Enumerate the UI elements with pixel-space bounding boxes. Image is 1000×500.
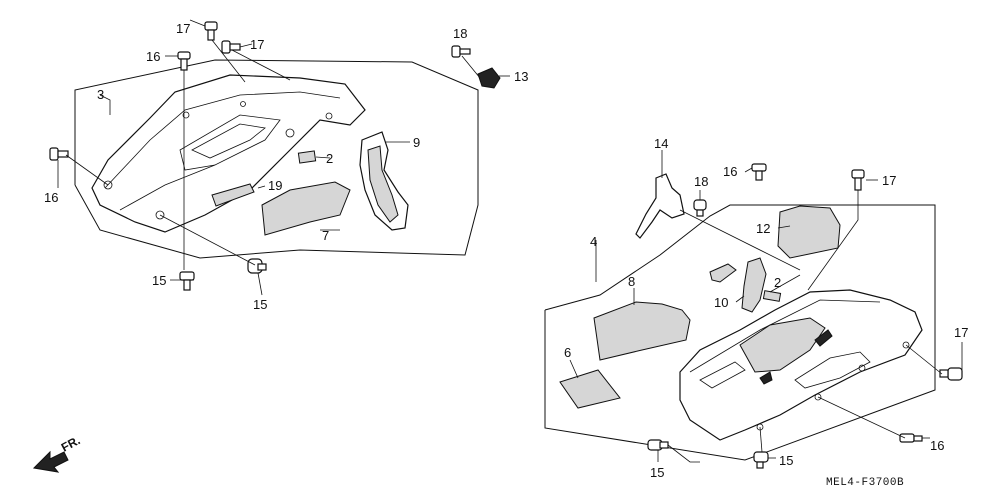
- callout-16: 16: [146, 49, 160, 64]
- callout-15: 15: [650, 465, 664, 480]
- part-19-pad: [211, 183, 255, 207]
- callout-17: 17: [176, 21, 190, 36]
- right-assembly: [544, 150, 963, 469]
- callout-15: 15: [779, 453, 793, 468]
- part-10-pad: [741, 257, 767, 313]
- callout-7: 7: [322, 228, 329, 243]
- part-8-pad: [593, 301, 691, 361]
- callout-17: 17: [250, 37, 264, 52]
- callout-19: 19: [268, 178, 282, 193]
- callout-18: 18: [453, 26, 467, 41]
- callout-2: 2: [326, 151, 333, 166]
- callout-3: 3: [97, 87, 104, 102]
- callout-8: 8: [628, 274, 635, 289]
- bolt-15-bottom-b: [247, 258, 267, 274]
- bolt-17-right: [939, 367, 963, 381]
- part-4-undercover: [679, 289, 923, 441]
- callout-15: 15: [253, 297, 267, 312]
- callout-6: 6: [564, 345, 571, 360]
- bolt-16-left: [49, 147, 69, 161]
- bolt-17-mid: [221, 40, 241, 54]
- callout-17: 17: [882, 173, 896, 188]
- bolt-16-right-bottom: [899, 433, 923, 443]
- bolt-15-right-b: [753, 451, 769, 469]
- part-2-clip-left: [297, 150, 317, 164]
- part-13-clip: [477, 67, 501, 89]
- callout-9: 9: [413, 135, 420, 150]
- callout-4: 4: [590, 234, 597, 249]
- bolt-17-right-top: [851, 169, 865, 191]
- callout-16: 16: [930, 438, 944, 453]
- callout-14: 14: [654, 136, 668, 151]
- part-3-cover: [91, 74, 366, 233]
- left-assembly: [49, 19, 510, 296]
- callout-15: 15: [152, 273, 166, 288]
- front-direction-label: FR.: [59, 433, 83, 454]
- front-arrow-icon: [32, 450, 69, 473]
- callout-18: 18: [694, 174, 708, 189]
- callout-13: 13: [514, 69, 528, 84]
- left-assembly-frame: [74, 59, 479, 259]
- callout-labels: 17 16 17 18 13 3 9 2 16 19 7 15 15 14 18…: [44, 21, 968, 480]
- bolt-18-top: [451, 45, 471, 58]
- part-2-clip-right: [762, 290, 782, 302]
- part-12-pad: [777, 205, 841, 259]
- callout-17: 17: [954, 325, 968, 340]
- callout-12: 12: [756, 221, 770, 236]
- callout-2: 2: [774, 275, 781, 290]
- part-14-bracket: [635, 173, 685, 239]
- bolt-15-right-a: [647, 439, 669, 451]
- callout-16: 16: [44, 190, 58, 205]
- bolt-16-right-top: [751, 163, 767, 181]
- bolt-18-right: [693, 199, 707, 217]
- front-direction-indicator: FR.: [32, 433, 83, 473]
- bolt-17-top: [204, 21, 218, 41]
- callout-10: 10: [714, 295, 728, 310]
- bolt-16-top: [177, 51, 191, 71]
- diagram-code: MEL4-F3700B: [826, 477, 904, 489]
- bolt-15-bottom-a: [179, 271, 195, 291]
- right-assembly-frame: [544, 204, 936, 461]
- part-7-pad: [261, 181, 351, 236]
- part-6-pad: [559, 369, 621, 409]
- callout-16: 16: [723, 164, 737, 179]
